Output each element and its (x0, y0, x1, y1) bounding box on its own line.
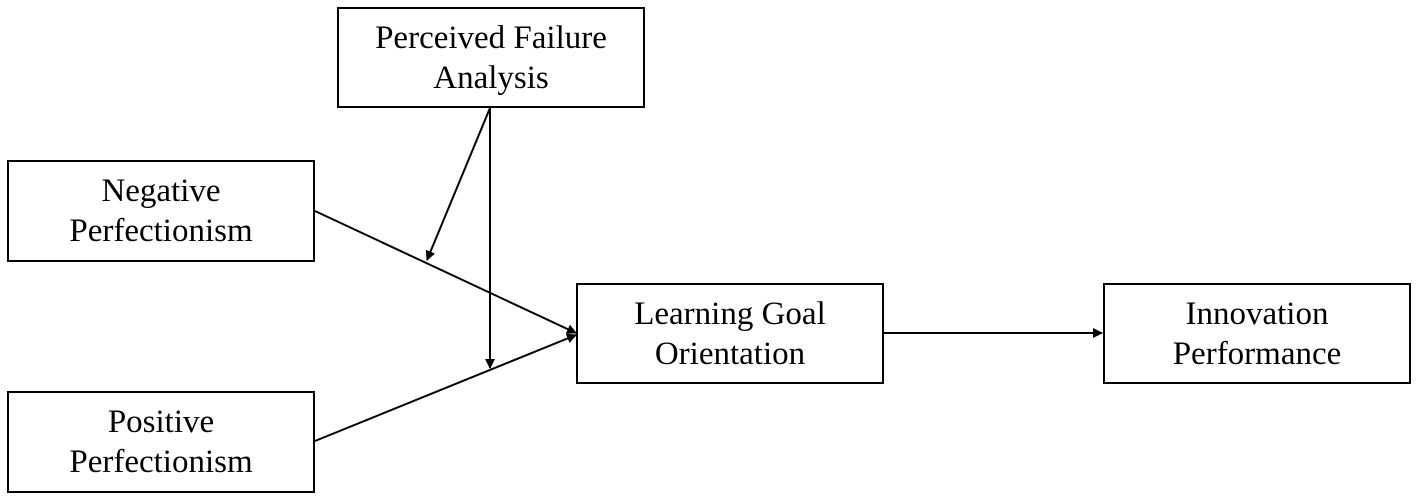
node-label-line: Perceived Failure (375, 19, 607, 56)
node-perceived-failure-analysis: Perceived Failure Analysis (337, 7, 645, 108)
node-negative-perfectionism: Negative Perfectionism (7, 160, 315, 262)
node-label-line: Positive (107, 404, 215, 440)
node-positive-perfectionism: Positive Perfectionism (7, 391, 315, 493)
node-innovation-performance: Innovation Performance (1103, 283, 1411, 384)
node-learning-goal-orientation: Learning Goal Orientation (576, 283, 884, 384)
node-label-line: Learning Goal (634, 295, 826, 332)
moderation-arrow-to-negative-path (425, 107, 491, 261)
node-label-line: Innovation (1185, 295, 1329, 332)
node-label-line: Performance (1172, 335, 1342, 372)
node-label-line: Perfectionism (69, 444, 253, 480)
node-label-line: Negative (101, 173, 221, 209)
arrow-positive-to-learning (314, 333, 577, 442)
node-label-line: Analysis (433, 59, 549, 96)
arrow-negative-to-learning (314, 210, 577, 334)
node-label-line: Perfectionism (69, 213, 253, 249)
node-label-line: Orientation (654, 335, 806, 372)
